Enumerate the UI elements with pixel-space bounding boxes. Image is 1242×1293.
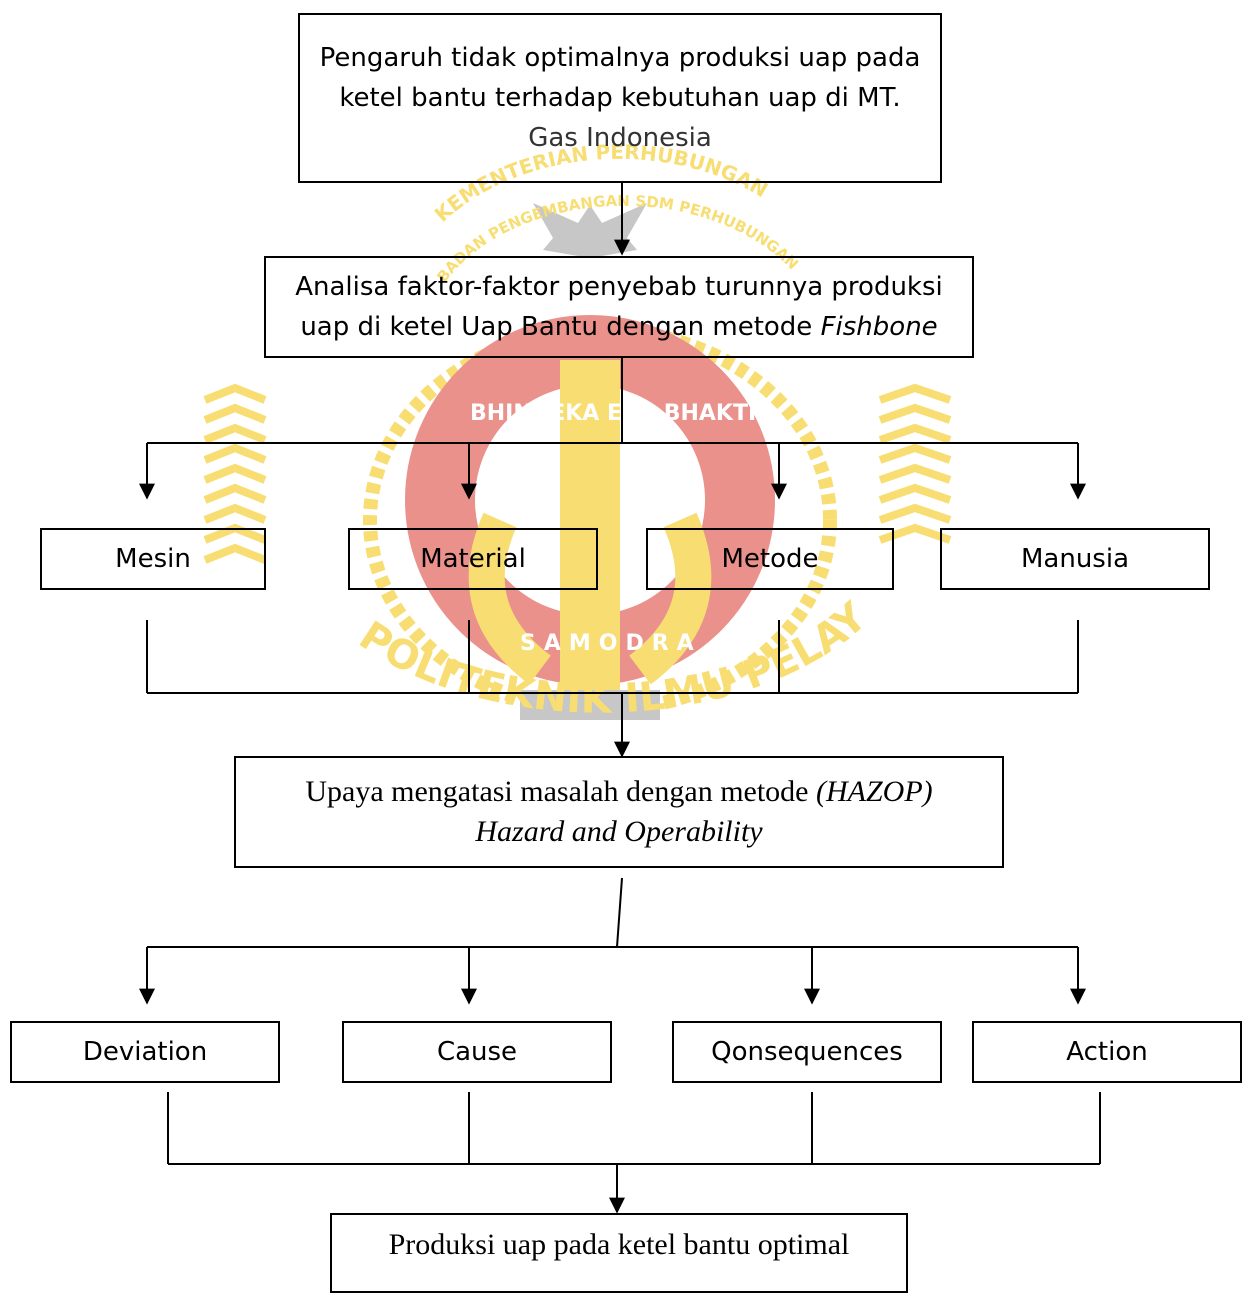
result-text: Produksi uap pada ketel bantu optimal bbox=[388, 1228, 850, 1261]
problem-line-2: ketel bantu terhadap kebutuhan uap di MT… bbox=[339, 83, 901, 113]
step-label: Cause bbox=[436, 1037, 518, 1067]
step-label: Action bbox=[1066, 1037, 1148, 1067]
anchor-icon bbox=[468, 360, 712, 720]
analysis-box: Analisa faktor-faktor penyebab turunnya … bbox=[264, 256, 974, 358]
step-label: Qonsequences bbox=[711, 1037, 903, 1067]
wing-left-icon bbox=[203, 383, 267, 564]
analysis-line-2: uap di ketel Uap Bantu dengan metode Fis… bbox=[300, 312, 938, 342]
factor-material: Material bbox=[348, 528, 598, 590]
hazop-line-1: Upaya mengatasi masalah dengan metode (H… bbox=[305, 775, 933, 808]
analysis-line-1: Analisa faktor-faktor penyebab turunnya … bbox=[295, 272, 943, 302]
problem-line-3: Gas Indonesia bbox=[528, 123, 712, 153]
problem-box: Pengaruh tidak optimalnya produksi uap p… bbox=[298, 13, 942, 183]
factor-label: Metode bbox=[721, 544, 819, 574]
analysis-method: Fishbone bbox=[820, 312, 938, 342]
step-qonsequences: Qonsequences bbox=[672, 1021, 942, 1083]
factor-manusia: Manusia bbox=[940, 528, 1210, 590]
hazop-box: Upaya mengatasi masalah dengan metode (H… bbox=[234, 756, 1004, 868]
step-action: Action bbox=[972, 1021, 1242, 1083]
watermark-motto: BHINNEKA EKA BHAKTI bbox=[470, 401, 756, 426]
problem-line-1: Pengaruh tidak optimalnya produksi uap p… bbox=[319, 43, 921, 73]
factor-metode: Metode bbox=[646, 528, 894, 590]
step-label: Deviation bbox=[82, 1037, 208, 1067]
factor-label: Manusia bbox=[1020, 544, 1130, 574]
factor-mesin: Mesin bbox=[40, 528, 266, 590]
factor-label: Mesin bbox=[115, 544, 191, 574]
hazop-abbrev: (HAZOP) bbox=[816, 775, 933, 808]
step-cause: Cause bbox=[342, 1021, 612, 1083]
watermark-samodra: SAMODRA bbox=[520, 631, 702, 656]
factor-label: Material bbox=[420, 544, 526, 574]
step-deviation: Deviation bbox=[10, 1021, 280, 1083]
wing-right-icon bbox=[878, 383, 952, 544]
hazop-line-2: Hazard and Operability bbox=[475, 815, 763, 848]
result-box: Produksi uap pada ketel bantu optimal bbox=[330, 1213, 908, 1293]
wreath-icon bbox=[363, 323, 837, 717]
